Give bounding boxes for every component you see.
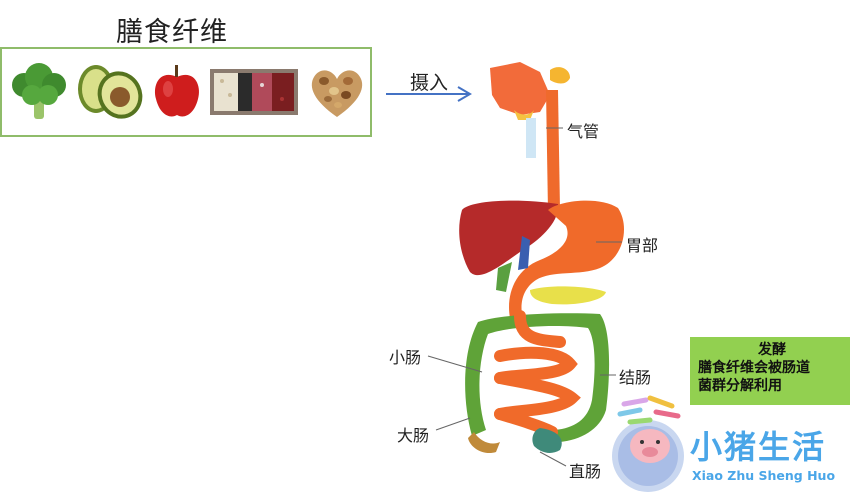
small-intestine xyxy=(494,310,581,438)
page-title: 膳食纤维 xyxy=(116,17,228,48)
mouth-cavity xyxy=(490,62,550,115)
liver xyxy=(459,200,559,276)
stomach xyxy=(509,200,624,318)
intake-label: 摄入 xyxy=(410,72,449,94)
pancreas xyxy=(530,286,606,305)
label-colon: 结肠 xyxy=(619,368,652,387)
label-rectum: 直肠 xyxy=(569,462,602,481)
brand-name-en: Xiao Zhu Sheng Huo xyxy=(692,468,836,483)
ferment-note: 发酵 膳食纤维会被肠道 菌群分解利用 xyxy=(690,337,850,405)
broccoli-icon xyxy=(12,63,66,119)
gallbladder xyxy=(496,262,512,292)
large-intestine xyxy=(465,313,610,442)
ferment-line1: 膳食纤维会被肠道 xyxy=(698,360,810,376)
rectum xyxy=(532,428,562,453)
food-box xyxy=(0,47,372,137)
avocado-icon xyxy=(78,65,143,119)
salivary-gland xyxy=(550,67,570,84)
brand-name-cn: 小猪生活 xyxy=(690,428,827,466)
nuts-heart-icon xyxy=(311,70,363,117)
pig-mascot-logo xyxy=(612,395,684,492)
label-trachea: 气管 xyxy=(567,122,600,141)
label-stomach: 胃部 xyxy=(626,236,659,255)
esophagus xyxy=(546,90,560,212)
ferment-line2: 菌群分解利用 xyxy=(698,378,782,394)
intake-arrow xyxy=(386,86,472,102)
trachea-tube xyxy=(526,118,536,158)
label-small-intestine: 小肠 xyxy=(389,348,422,367)
label-large-intestine: 大肠 xyxy=(397,426,430,445)
digestive-system-diagram xyxy=(459,62,624,454)
apple-icon xyxy=(154,65,200,117)
beans-icon xyxy=(210,69,298,115)
ferment-title: 发酵 xyxy=(758,342,786,358)
